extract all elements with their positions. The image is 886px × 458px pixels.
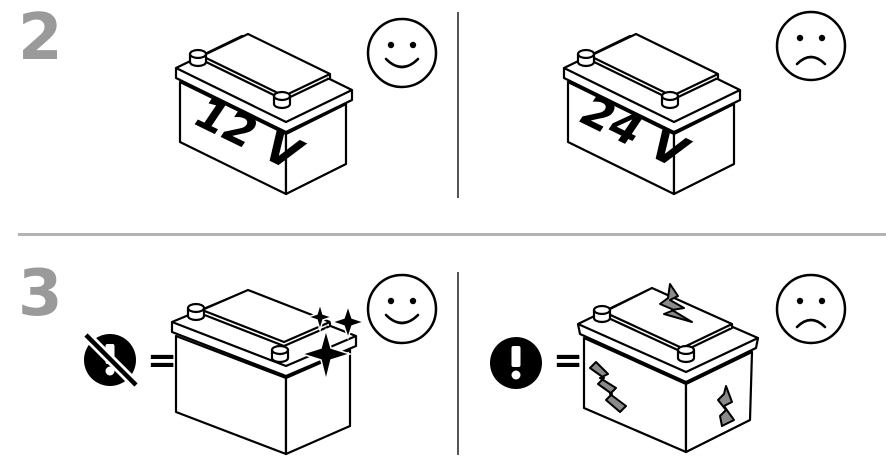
sparkle-icon xyxy=(329,303,367,341)
battery-side-face xyxy=(672,102,736,196)
crack-icon xyxy=(589,361,627,413)
battery-24v-illustration: 24 V xyxy=(562,32,742,196)
sparkle-icon xyxy=(305,301,335,333)
exclamation-warning-icon xyxy=(490,337,542,389)
step-number-3: 3 xyxy=(18,257,63,331)
crossed-out-warning-icon xyxy=(82,331,140,389)
smiley-face-icon xyxy=(366,17,438,89)
equals-sign-left: = xyxy=(147,340,177,381)
clean-battery-illustration xyxy=(170,288,367,456)
equals-text: = xyxy=(147,340,177,381)
frown-face-icon xyxy=(775,10,847,82)
equals-sign-right: = xyxy=(553,340,583,381)
equals-text: = xyxy=(553,340,583,381)
battery-12v-illustration: 12 V xyxy=(174,32,354,196)
smiley-face-icon-bottom xyxy=(366,273,438,345)
column-divider-top xyxy=(457,12,459,198)
cracked-battery-illustration xyxy=(576,283,760,454)
battery-side-face xyxy=(284,102,348,196)
crack-icon xyxy=(659,283,693,323)
battery-side-face xyxy=(284,348,352,456)
sparkle-icon xyxy=(299,327,353,381)
section-divider xyxy=(18,233,886,236)
frown-face-icon-bottom xyxy=(775,273,847,345)
column-divider-bottom xyxy=(457,272,459,455)
crack-icon xyxy=(717,385,735,427)
step-number-2: 2 xyxy=(18,1,63,75)
